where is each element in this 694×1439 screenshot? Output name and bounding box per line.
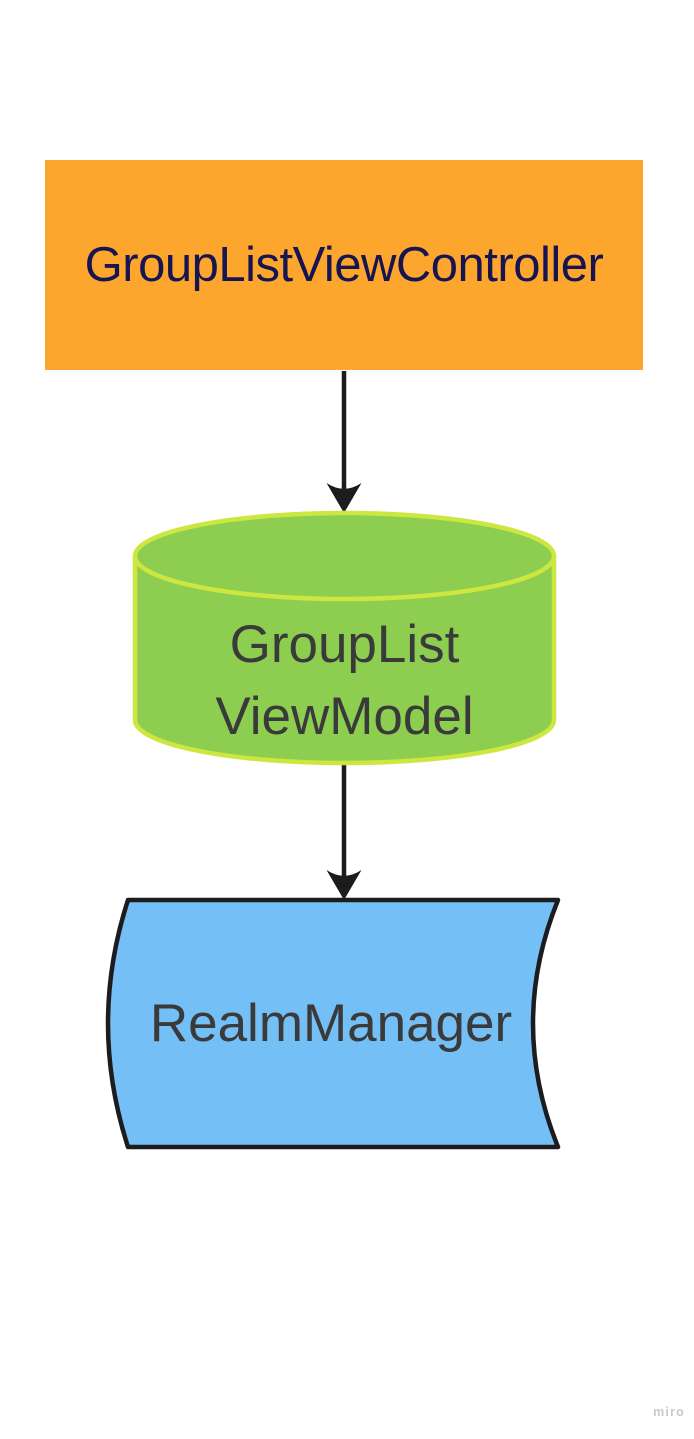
stored-data-body [105, 897, 561, 1150]
node-realmmanager-shape[interactable] [105, 897, 561, 1150]
cylinder-body [132, 556, 557, 766]
node-grouplistviewcontroller[interactable] [45, 160, 643, 370]
cylinder-top [132, 510, 557, 602]
connector-controller-to-viewmodel[interactable] [326, 371, 362, 513]
arrowhead-down-icon [326, 483, 362, 513]
arrowhead-down-icon [326, 870, 362, 900]
connector-viewmodel-to-realmmanager[interactable] [326, 764, 362, 900]
node-grouplistviewmodel-shape[interactable] [132, 510, 557, 766]
miro-watermark: miro [653, 1405, 685, 1419]
